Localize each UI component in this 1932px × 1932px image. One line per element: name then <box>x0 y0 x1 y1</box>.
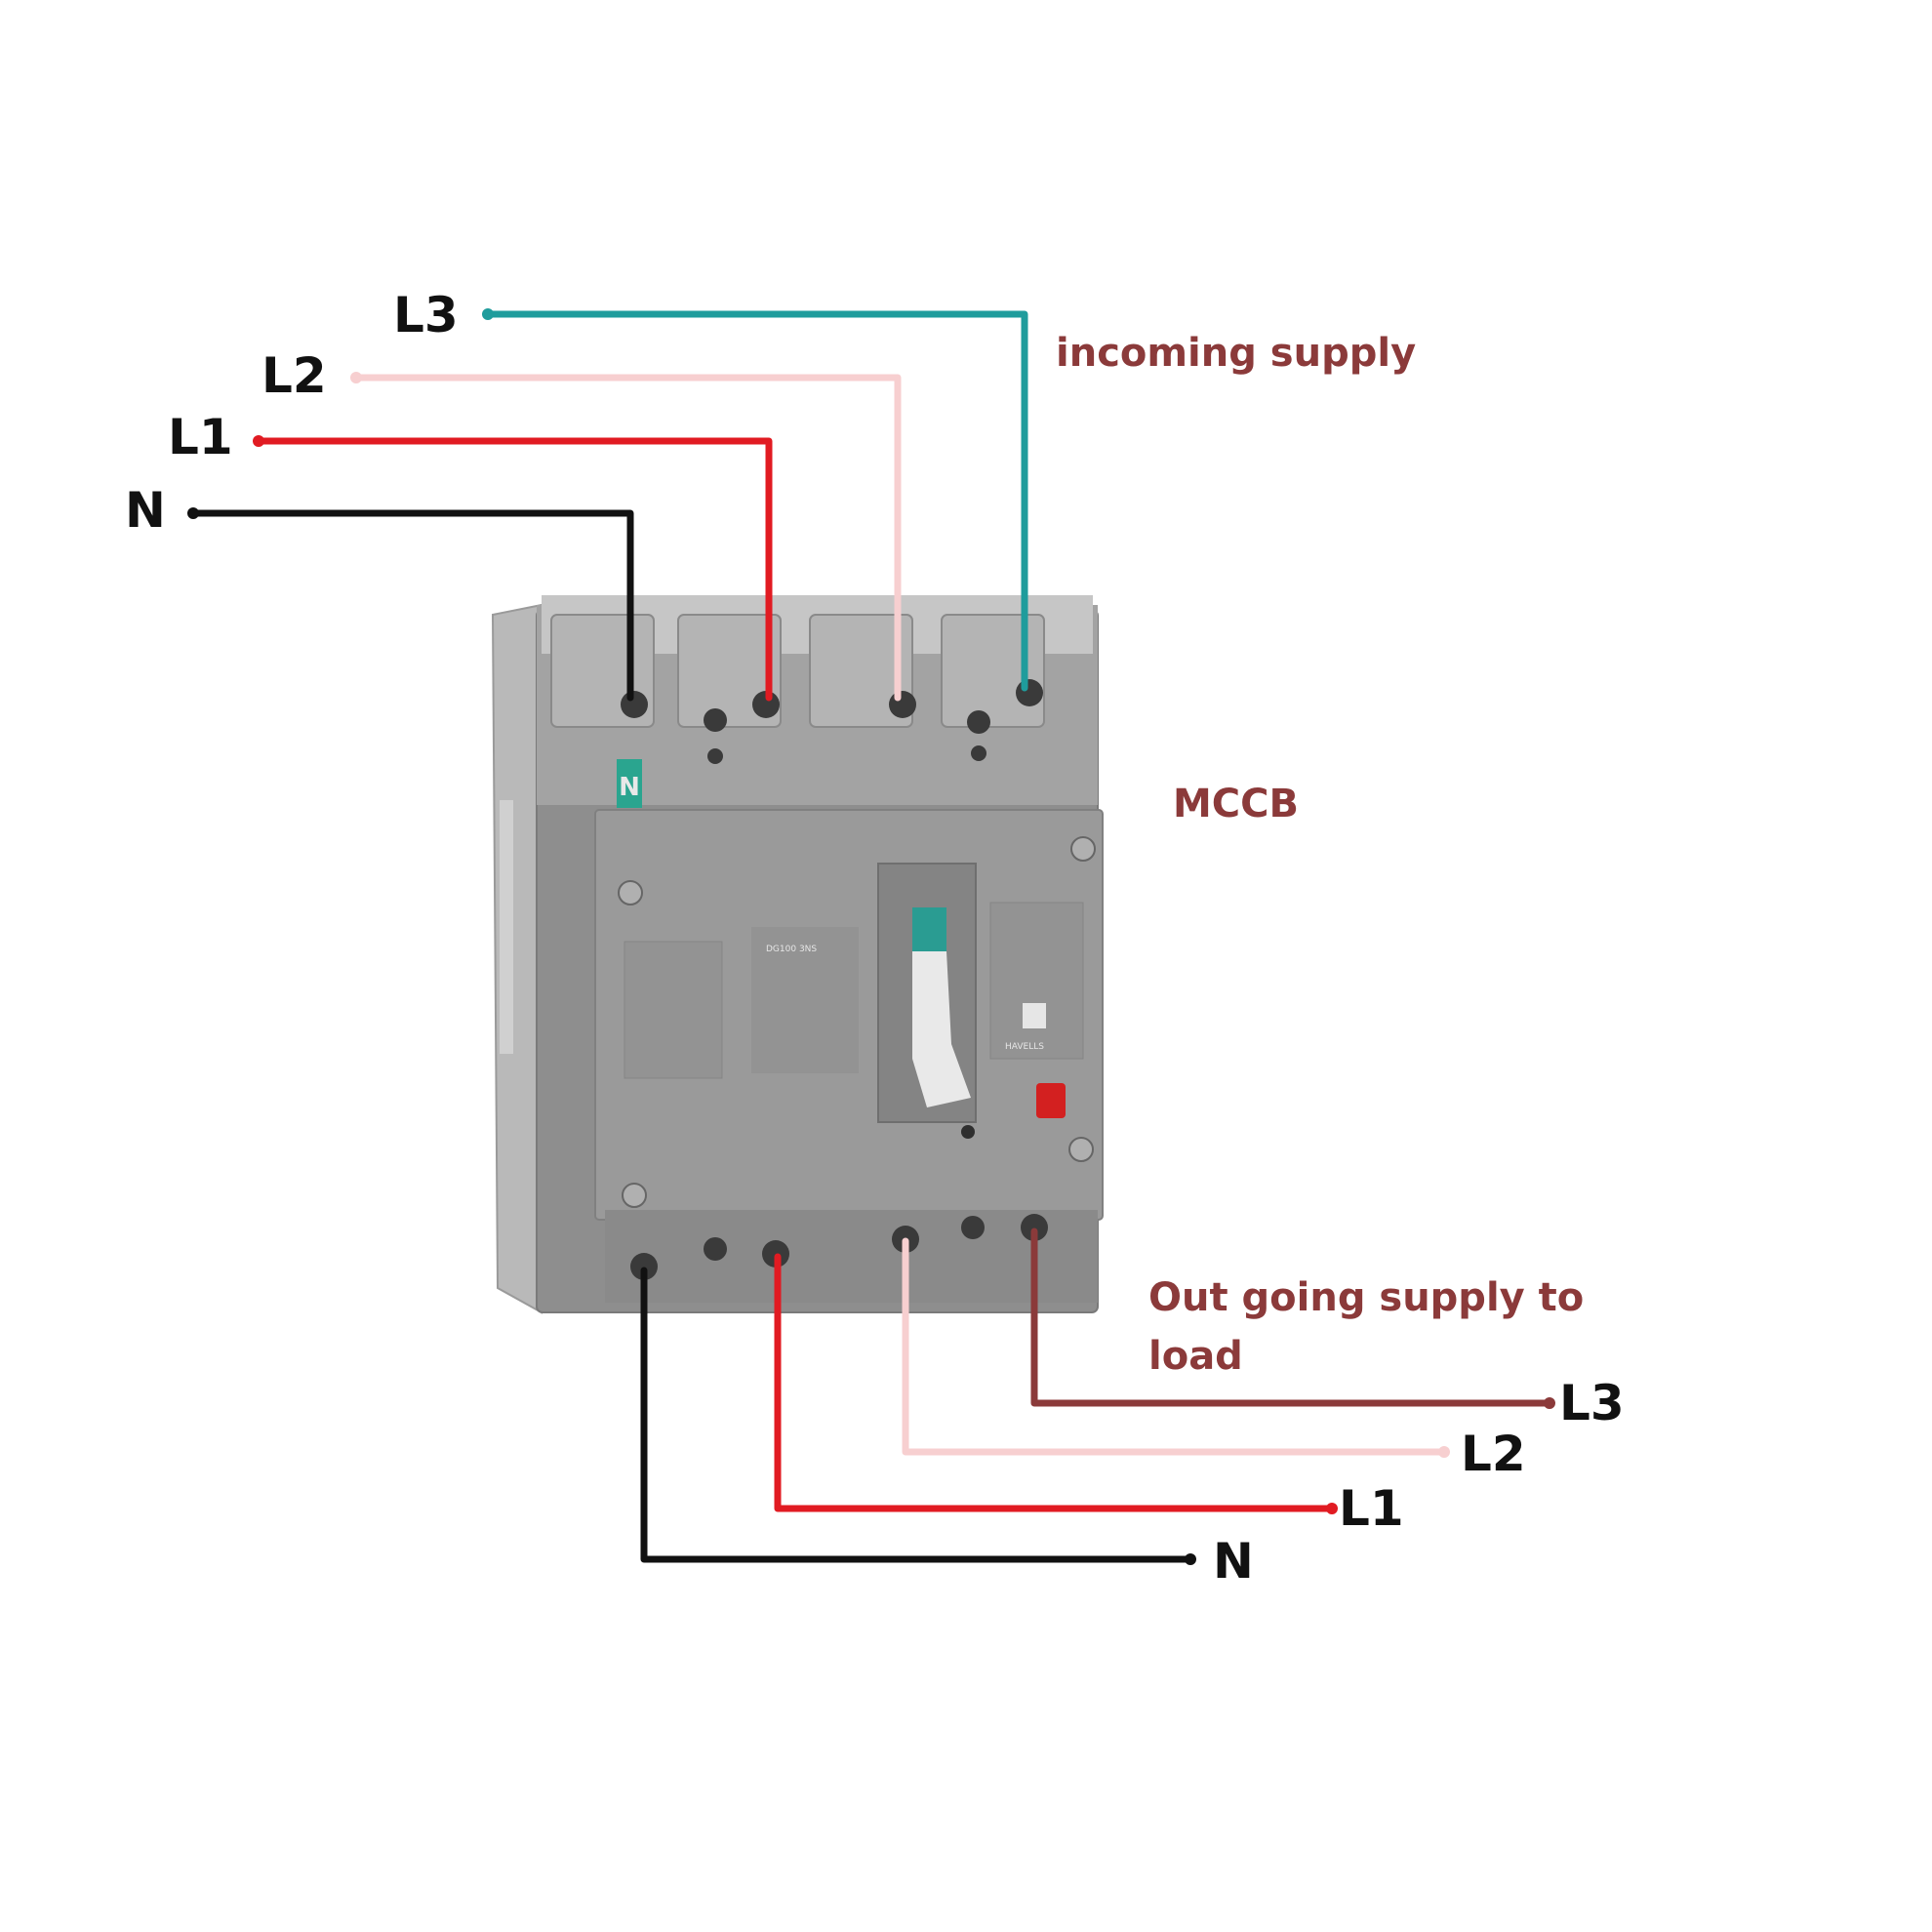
screw-icon <box>1070 836 1096 862</box>
wire-out-L2 <box>902 1237 1448 1456</box>
wire-in-N-end <box>187 507 199 519</box>
outgoing-wires <box>640 1228 1555 1565</box>
mccb-label: MCCB <box>1173 782 1299 826</box>
screw-icon <box>752 691 780 718</box>
front-rating-text: DG100 3NS <box>766 945 817 954</box>
wire-out-N <box>640 1267 1194 1563</box>
label-out-L1: L1 <box>1339 1480 1404 1537</box>
screw-icon <box>704 1237 727 1261</box>
brand-logo-mark <box>1023 1003 1046 1028</box>
bottom-terminal-screws <box>630 1214 1048 1280</box>
wire-out-L3 <box>1030 1228 1553 1407</box>
outgoing-supply-note-line1: Out going supply to <box>1148 1275 1584 1320</box>
wire-in-L1-end <box>253 435 264 447</box>
label-out-L3: L3 <box>1559 1375 1625 1431</box>
incoming-wires <box>187 308 1028 702</box>
label-in-L2: L2 <box>262 347 327 404</box>
label-in-L3: L3 <box>393 287 459 343</box>
wire-in-L1 <box>255 437 773 702</box>
screw-icon <box>630 1253 658 1280</box>
screw-icon <box>704 708 727 732</box>
mccb-front-label-mid <box>751 927 859 1073</box>
screw-icon <box>707 748 723 764</box>
screw-icon <box>1068 1137 1094 1162</box>
screw-icon <box>1016 679 1043 706</box>
incoming-labels: L3 L2 L1 N incoming supply <box>125 287 1416 539</box>
neutral-marker-text: N <box>619 773 640 802</box>
label-in-N: N <box>125 482 166 539</box>
screw-icon <box>762 1240 789 1268</box>
label-out-N: N <box>1213 1533 1254 1590</box>
wire-in-L3 <box>484 310 1028 692</box>
label-out-L2: L2 <box>1461 1426 1526 1482</box>
screw-icon <box>967 710 990 734</box>
screw-icon <box>961 1216 985 1239</box>
screw-icon <box>622 1183 647 1208</box>
wire-out-L3-end <box>1544 1397 1555 1409</box>
bottom-terminal-block <box>605 1210 1098 1303</box>
outgoing-supply-note-line2: load <box>1148 1334 1243 1379</box>
test-point <box>961 1125 975 1139</box>
screw-icon <box>618 880 643 906</box>
mccb-front-label-left <box>624 941 723 1079</box>
top-terminal-cell-4 <box>941 614 1045 728</box>
outgoing-labels: Out going supply to load L3 L2 L1 N <box>1148 1275 1625 1590</box>
wire-out-L1 <box>774 1253 1336 1512</box>
screw-icon <box>1021 1214 1048 1241</box>
top-terminal-cell-3 <box>809 614 913 728</box>
wire-in-L3-end <box>482 308 494 320</box>
trip-button-icon <box>1036 1083 1066 1118</box>
wire-out-L2-end <box>1438 1446 1450 1458</box>
toggle-handle-lever <box>912 951 971 1107</box>
wire-in-L2-end <box>350 372 362 383</box>
neutral-marker-badge <box>617 759 642 808</box>
incoming-supply-note: incoming supply <box>1056 331 1416 376</box>
mccb-device: N DG100 3NS HAVELLS <box>491 595 1104 1314</box>
wire-in-N <box>189 509 634 702</box>
screw-icon <box>621 691 648 718</box>
toggle-handle-indicator <box>912 907 946 956</box>
wire-out-N-end <box>1185 1553 1196 1565</box>
screw-icon <box>971 745 986 761</box>
label-in-L1: L1 <box>168 409 233 465</box>
screw-icon <box>889 691 916 718</box>
front-panel-screws <box>618 836 1096 1208</box>
mccb-front-label-right <box>989 902 1084 1060</box>
wire-in-L2 <box>352 374 902 702</box>
toggle-handle-icon <box>877 863 977 1123</box>
brand-logo-icon: HAVELLS <box>1005 1003 1046 1052</box>
wire-out-L1-end <box>1326 1503 1338 1514</box>
mccb-side-label <box>500 800 513 1054</box>
brand-name: HAVELLS <box>1005 1042 1044 1052</box>
